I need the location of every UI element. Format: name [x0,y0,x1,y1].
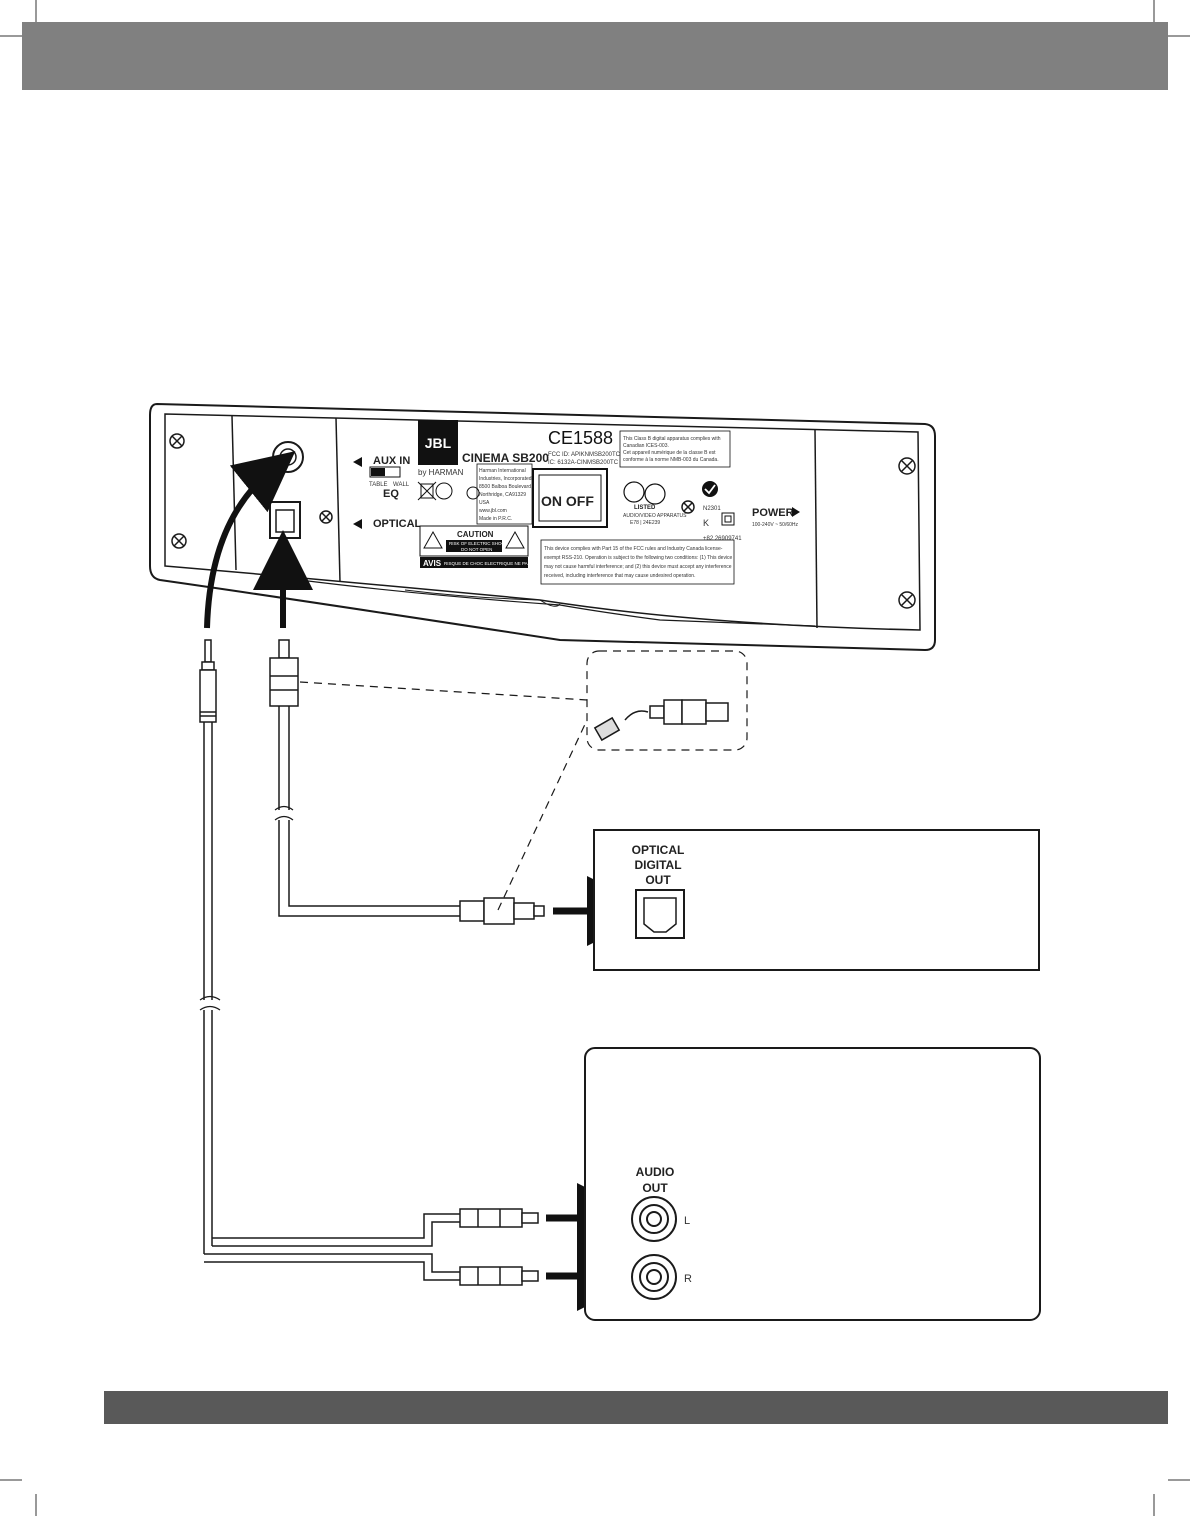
fcc-line-1: This device complies with Part 15 of the… [544,546,723,552]
aux-plug-tip-icon [204,639,212,663]
ices-text-4: conforme à la norme NMB-003 du Canada. [623,457,719,463]
audio-out-label-line2: OUT [642,1181,668,1195]
reg-number: +82 26909741 [703,536,742,542]
caution-line-1: RISK OF ELECTRIC SHOCK [449,541,508,546]
fcc-line-2: exempt RSS-210. Operation is subject to … [544,555,733,561]
fcc-statement-box [540,539,735,585]
address-line-3: 8500 Balboa Boulevard, [479,484,532,490]
panel-screws [169,433,916,609]
screw-icon [681,500,695,514]
caution-title: CAUTION [457,530,494,539]
ul-number: E78 | 24E239 [630,520,660,526]
right-channel-label: R [684,1273,692,1285]
screw-icon [319,510,333,524]
address-box [476,463,533,525]
power-pointer-icon [792,507,800,517]
aux-in-pointer-icon [353,457,362,467]
screw-icon [169,433,185,449]
aux-cable-break-icon [199,995,221,1011]
optical-out-label-line1: OPTICAL [632,843,685,857]
aux-in-label: AUX IN [373,455,410,467]
audio-out-label-line1: AUDIO [636,1165,675,1179]
address-line-7: Made in P.R.C. [479,516,512,522]
kc-icon: K [703,518,709,528]
model-name: CINEMA SB200 [462,451,549,465]
optical-plug-tip-icon [278,639,290,659]
optical-out-label-line2: DIGITAL [634,858,681,872]
screw-icon [898,591,916,609]
ul-detail: AUDIO/VIDEO APPARATUS [623,513,687,519]
address-line-6: www.jbl.com [479,508,507,514]
optical-pointer-icon [353,519,362,529]
jbl-logo-icon [418,420,458,465]
avis-text: RISQUE DE CHOC ELECTRIQUE NE PAS OUVRIR [444,561,550,566]
screw-icon [171,533,187,549]
optical-label: OPTICAL [373,518,422,530]
optical-plug-body-icon [269,657,299,707]
fcc-id: FCC ID: APIKNMSB200TC [548,452,621,458]
aux-connect-arrow [204,451,296,629]
address-line-4: Northridge, CA91329 [479,492,526,498]
screw-icon [898,457,916,475]
panel-labels: AUX IN TABLE WALL EQ OPTICAL JBL by HARM… [353,420,800,585]
jbl-brand: JBL [425,435,452,451]
optical-cable-break-icon [274,805,294,821]
analog-source-device [584,1047,1041,1321]
dust-cap-removal-icon [593,699,729,742]
aux-in-jack-icon [272,441,304,473]
table-label: TABLE [369,482,388,488]
optical-cable [269,639,545,925]
weee-bin-icon [417,481,437,501]
wall-label: WALL [393,482,410,488]
footer-bar [104,1391,1168,1424]
rca-jack-left-icon [631,1196,677,1242]
address-line-2: Industries, Incorporated [479,476,532,482]
avis-label: AVIS [423,559,442,568]
double-insulation-icon [721,512,735,526]
c-tick-icon [702,481,718,497]
dust-cap-callout [299,650,748,911]
optical-port-icon [269,501,301,539]
optical-plug-end-icon [483,897,515,925]
power-label: POWER [752,507,794,519]
ce-mark: CE1588 [548,428,613,448]
ul-listed: LISTED [634,505,656,511]
header-bar [22,22,1168,90]
ic-id: IC: 6132A-CINMSB200TC [548,460,619,466]
eq-label: EQ [383,488,399,500]
rca-plug-right-icon [459,1266,523,1286]
ul-listed-icon [623,481,666,505]
harman-brand: by HARMAN [418,468,464,477]
power-rating: 100-240V ~ 50/60Hz [752,522,799,528]
optical-out-port-icon [635,889,685,939]
ices-text-1: This Class B digital apparatus complies … [623,436,721,442]
left-channel-label: L [684,1215,690,1227]
optical-out-label-line3: OUT [645,873,671,887]
recycle-icon [435,482,480,500]
fcc-line-4: received, including interference that ma… [544,573,695,579]
ices-box [619,430,731,468]
address-line-1: Harman International [479,468,526,474]
rca-jack-right-icon [631,1254,677,1300]
fcc-line-3: may not cause harmful interference; and … [544,564,732,570]
n-code: N2301 [703,506,721,512]
aux-cable [199,639,539,1286]
aux-plug-body-icon [199,669,217,723]
address-line-5: USA [479,500,490,506]
caution-line-2: DO NOT OPEN [461,547,492,552]
power-switch-label: ON OFF [541,493,594,509]
rca-plug-left-icon [459,1208,523,1228]
ices-text-2: Canadian ICES-003. [623,443,669,449]
ices-text-3: Cet appareil numérique de la classe B es… [623,450,716,456]
